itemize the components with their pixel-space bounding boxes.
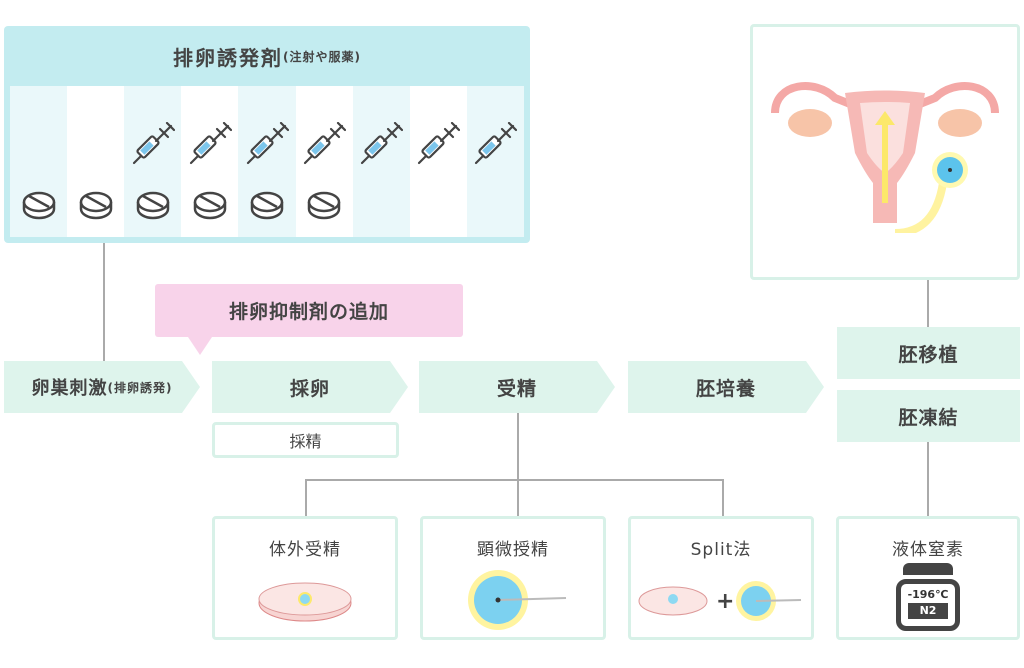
petri-dish-icon [258,582,352,622]
step-retrieval: 採卵 [212,361,408,413]
split-method-icon: + [638,581,802,621]
day-column [124,86,182,237]
connector-line [305,479,307,516]
syringe-icon [189,122,232,165]
syringe-icon [246,122,289,165]
day-column [466,86,524,237]
connector-line [305,479,724,481]
callout-pointer [188,337,212,355]
nitrogen-jar-icon: -196℃ N2 [896,579,960,631]
uterus-illustration [771,82,999,233]
callout-inhibitor: 排卵抑制剤の追加 [155,284,463,337]
day-column [238,86,296,237]
step-transfer: 胚移植 [837,327,1020,379]
step-sperm: 採精 [212,422,399,458]
pill-icon [79,191,112,220]
ovulation-inducer-panel: 排卵誘発剤(注射や服薬) [4,26,530,243]
syringe-icon [475,122,518,165]
day-column [10,86,68,237]
n2-label: N2 [908,603,948,619]
pill-icon [193,191,227,220]
connector-line [103,243,105,361]
day-column [181,86,239,237]
jar-lid-icon [903,563,953,575]
method-ivf: 体外受精 [212,516,398,640]
pill-icon [22,191,55,220]
day-column [295,86,353,237]
connector-line [517,413,519,516]
step-stimulation: 卵巣刺激(排卵誘発) [4,361,200,413]
day-column [409,86,467,237]
pill-icon [136,191,170,220]
method-label: Split法 [690,540,752,560]
syringe-icon [361,122,404,165]
method-label: 液体窒素 [892,540,964,560]
egg-injection-icon [468,570,567,630]
title-text: 排卵誘発剤 [173,45,283,70]
method-nitrogen: 液体窒素 -196℃ N2 [836,516,1020,640]
subtitle-text: (注射や服薬) [283,49,361,64]
panel-title: 排卵誘発剤(注射や服薬) [4,26,530,86]
connector-line [927,442,929,516]
syringe-icon [303,122,347,165]
syringe-icon [132,122,175,165]
method-split: Split法 + [628,516,814,640]
day-column [352,86,410,237]
uterus-illustration-card [750,24,1020,280]
day-column [67,86,125,237]
connector-line [927,280,929,327]
method-label: 体外受精 [269,540,341,560]
method-label: 顕微授精 [477,540,549,560]
svg-text:+: + [716,589,734,614]
step-culture: 胚培養 [628,361,824,413]
step-freeze: 胚凍結 [837,390,1020,442]
syringe-icon [418,122,461,165]
connector-line [722,479,724,516]
pill-icon [250,191,284,220]
method-icsi: 顕微授精 [420,516,606,640]
pill-icon [307,191,341,220]
day-columns [10,86,524,237]
step-fertilization: 受精 [419,361,615,413]
temperature-label: -196℃ [907,588,949,601]
